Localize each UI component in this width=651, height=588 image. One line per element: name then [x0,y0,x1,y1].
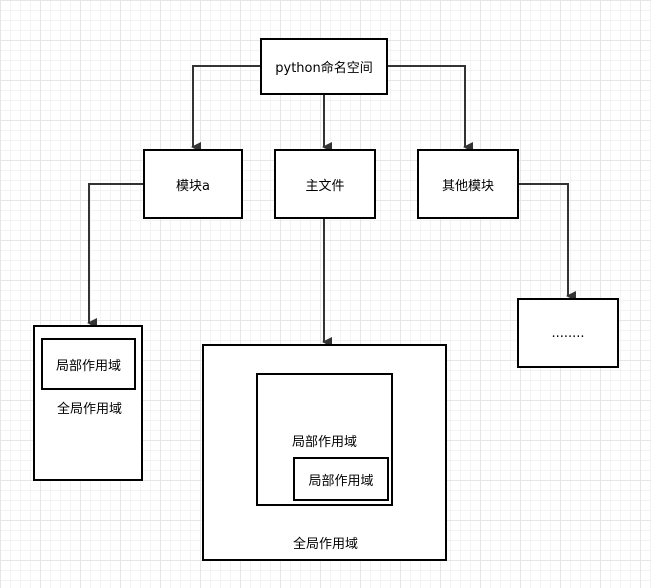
mid-global-scope-label: 全局作用域 [293,537,359,552]
edge-module-a-to-left-scope [87,183,143,328]
node-module-a: 模块a [143,149,243,219]
node-main-file: 主文件 [274,149,376,219]
node-mid-local-scope-outer: 局部作用域 局部作用域 [256,373,393,506]
node-mid-local-scope-inner: 局部作用域 [293,457,389,501]
node-python-namespace: python命名空间 [260,38,388,95]
edge-other-modules-to-ellipsis [519,183,576,301]
node-left-global-scope: 局部作用域 全局作用域 [33,325,143,481]
mid-local-scope-outer-label: 局部作用域 [292,435,358,450]
node-other-modules: 其他模块 [417,149,519,219]
edge-root-to-module-a [191,65,260,152]
left-global-scope-label: 全局作用域 [57,402,123,417]
node-left-local-scope: 局部作用域 [41,338,136,390]
edge-root-to-other-modules [388,65,473,152]
node-mid-global-scope: 局部作用域 局部作用域 全局作用域 [202,344,447,561]
node-ellipsis: ........ [517,298,619,368]
